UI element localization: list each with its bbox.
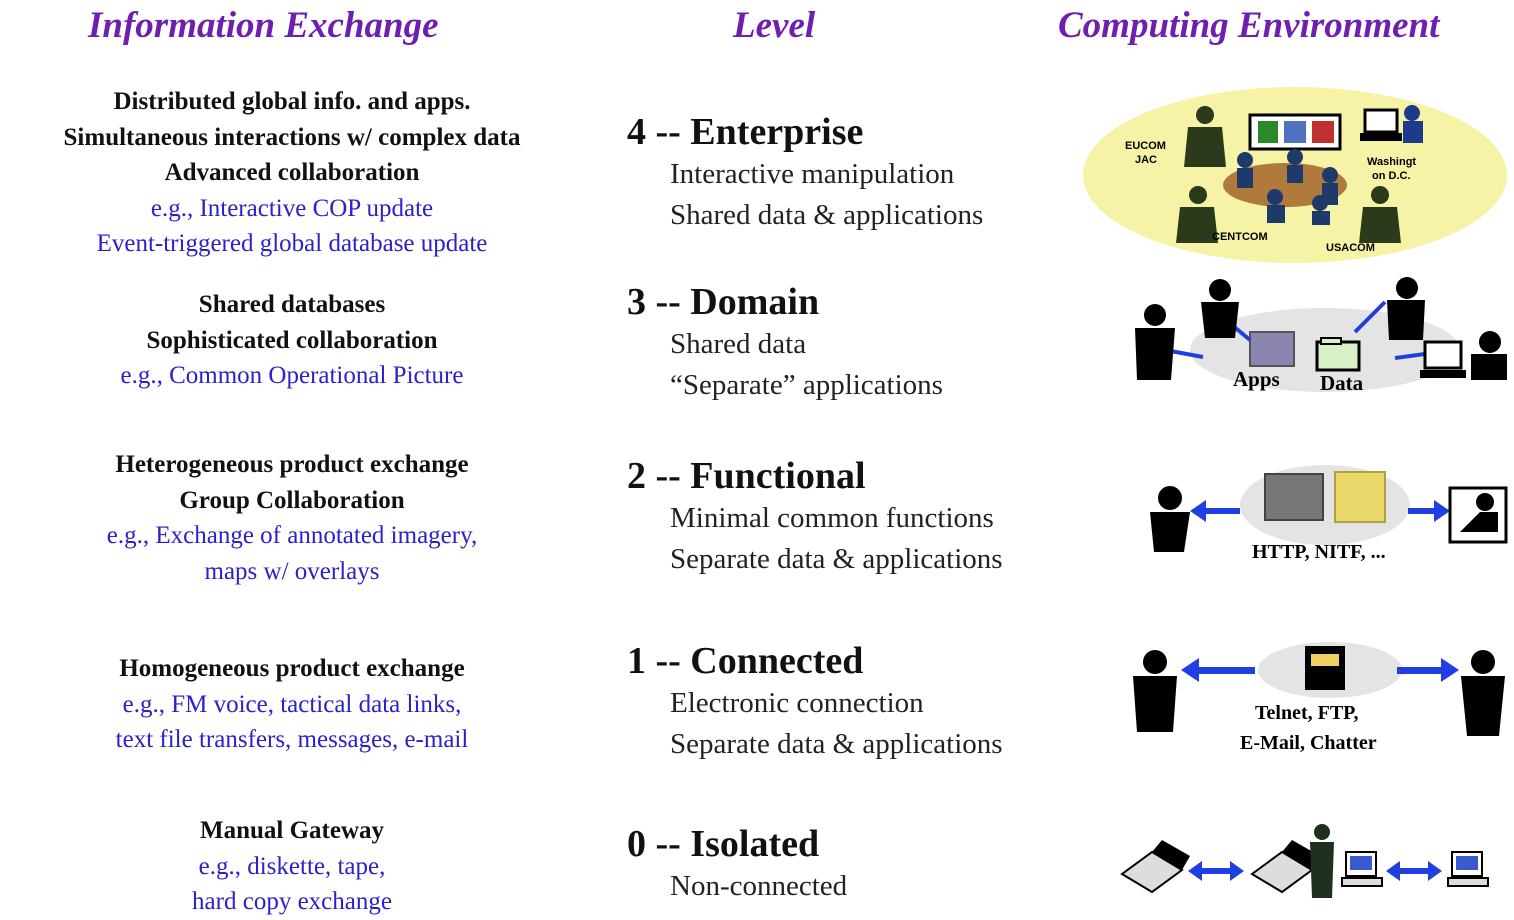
computer-icon (1341, 851, 1489, 887)
env-label: Data (1320, 371, 1364, 395)
level-2-functional: 2 -- Functional Minimal common functions… (627, 454, 1003, 580)
level-desc: Separate data & applications (670, 728, 1003, 760)
info-exchange-connected: Homogeneous product exchange e.g., FM vo… (0, 651, 584, 758)
env-label: USACOM (1326, 242, 1375, 254)
info-line: Group Collaboration (179, 486, 405, 514)
connected-illustration: Telnet, FTP, E-Mail, Chatter (1133, 642, 1505, 754)
level-desc: “Separate” applications (670, 369, 943, 401)
example-line: hard copy exchange (192, 888, 392, 915)
header-level: Level (733, 5, 816, 46)
meeting-people-icon (1237, 149, 1338, 225)
data-icon (1315, 340, 1361, 372)
arrow-icon (1190, 500, 1450, 522)
info-line: Homogeneous product exchange (119, 655, 465, 682)
domain-illustration: Apps Data (1135, 277, 1507, 395)
header-information-exchange: Information Exchange (88, 5, 439, 46)
functional-illustration: HTTP, NITF, ... (1150, 465, 1508, 563)
computer-icon (1360, 105, 1423, 143)
level-title: 2 -- Functional (627, 455, 866, 497)
level-desc: Shared data (670, 328, 807, 360)
example-line: text file transfers, messages, e-mail (115, 726, 469, 753)
example-line: maps w/ overlays (204, 557, 380, 585)
user-icon (1135, 277, 1507, 380)
env-label: EUCOM (1125, 140, 1166, 152)
info-exchange-functional: Heterogeneous product exchange Group Col… (0, 447, 584, 589)
info-line: Manual Gateway (199, 817, 385, 844)
info-line: Shared databases (198, 291, 386, 318)
enterprise-illustration: EUCOM JAC Washingt on D.C. CENTCOM USACO… (1083, 87, 1507, 263)
level-0-isolated: 0 -- Isolated Non-connected (627, 822, 847, 907)
env-label: JAC (1135, 154, 1157, 166)
level-1-connected: 1 -- Connected Electronic connection Sep… (627, 639, 1003, 765)
info-exchange-isolated: Manual Gateway e.g., diskette, tape, har… (0, 813, 584, 920)
example-line: Event-triggered global database update (96, 230, 488, 257)
info-line: Distributed global info. and apps. (113, 88, 471, 115)
arrow-icon (1188, 861, 1442, 881)
computer-icon (1448, 486, 1508, 544)
level-desc: Shared data & applications (670, 199, 984, 231)
imagery-icon (1264, 473, 1324, 521)
level-title: 0 -- Isolated (627, 823, 820, 865)
env-label: Telnet, FTP, (1255, 702, 1359, 724)
example-line: e.g., Interactive COP update (150, 194, 434, 222)
soldier-icon (1176, 106, 1401, 243)
level-desc: Separate data & applications (670, 543, 1003, 575)
level-desc: Non-connected (670, 870, 848, 902)
level-title: 1 -- Connected (627, 640, 864, 682)
env-label: Washingt (1367, 156, 1416, 168)
info-line: Sophisticated collaboration (146, 326, 438, 354)
computer-icon (1420, 340, 1466, 378)
user-icon (1133, 650, 1505, 736)
example-line: e.g., Exchange of annotated imagery, (106, 522, 478, 549)
env-label: HTTP, NITF, ... (1252, 541, 1386, 563)
level-4-enterprise: 4 -- Enterprise Interactive manipulation… (627, 110, 983, 236)
level-desc: Minimal common functions (670, 502, 994, 534)
info-line: Advanced collaboration (164, 159, 420, 186)
user-icon (1150, 486, 1190, 552)
isolated-illustration (1120, 824, 1489, 898)
env-label: E-Mail, Chatter (1240, 732, 1377, 754)
apps-icon (1249, 331, 1295, 367)
laptop-icon (1120, 840, 1320, 894)
map-icon (1334, 471, 1386, 523)
env-label: on D.C. (1372, 170, 1411, 182)
level-title: 4 -- Enterprise (627, 111, 864, 153)
soldier-icon (1310, 824, 1334, 898)
level-title: 3 -- Domain (627, 281, 820, 323)
env-label: CENTCOM (1212, 231, 1268, 243)
example-line: e.g., diskette, tape, (198, 852, 386, 880)
level-desc: Electronic connection (670, 687, 924, 719)
example-line: e.g., Common Operational Picture (120, 362, 464, 389)
info-line: Heterogeneous product exchange (115, 451, 469, 478)
info-exchange-domain: Shared databases Sophisticated collabora… (0, 287, 584, 394)
level-3-domain: 3 -- Domain Shared data “Separate” appli… (627, 280, 943, 406)
conference-table (1223, 163, 1347, 207)
env-label: Apps (1233, 367, 1280, 391)
arrow-icon (1181, 658, 1459, 682)
example-line: e.g., FM voice, tactical data links, (122, 690, 462, 718)
level-desc: Interactive manipulation (670, 158, 955, 190)
info-line: Simultaneous interactions w/ complex dat… (63, 123, 521, 151)
terminal-icon (1305, 646, 1345, 690)
header-computing-environment: Computing Environment (1058, 5, 1440, 46)
info-exchange-enterprise: Distributed global info. and apps. Simul… (0, 84, 584, 262)
